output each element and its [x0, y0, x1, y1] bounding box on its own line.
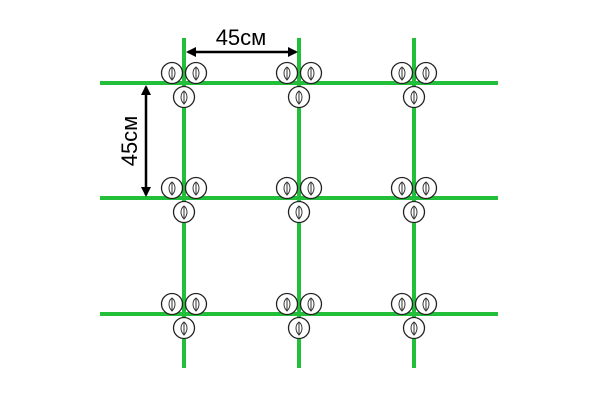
sprout-icon: [398, 297, 406, 312]
sprout-icon: [410, 90, 418, 105]
sprout-icon: [422, 66, 430, 81]
sprout-icon: [180, 205, 188, 220]
plant-group-r3-c1: [160, 292, 208, 340]
sprout-icon: [283, 66, 291, 81]
horizontal-dimension-label: 45см: [216, 25, 267, 50]
sprout-icon: [192, 66, 200, 81]
sprout-icon: [283, 181, 291, 196]
sprout-icon: [168, 181, 176, 196]
plant-group-r3-c2: [275, 292, 323, 340]
vertical-dimension: 45см: [117, 85, 151, 197]
sprout-icon: [180, 90, 188, 105]
vertical-dimension-label: 45см: [117, 116, 142, 167]
sprout-icon: [410, 321, 418, 336]
sprout-icon: [398, 181, 406, 196]
sprout-icon: [295, 90, 303, 105]
sprout-icon: [180, 321, 188, 336]
plant-group-r1-c1: [160, 61, 208, 109]
sprout-icon: [295, 205, 303, 220]
sprout-icon: [422, 181, 430, 196]
plant-group-r2-c3: [390, 176, 438, 224]
sprout-icon: [295, 321, 303, 336]
plant-group-r1-c2: [275, 61, 323, 109]
sprout-icon: [283, 297, 291, 312]
sprout-icon: [307, 66, 315, 81]
plant-groups: [160, 61, 438, 340]
plant-group-r2-c2: [275, 176, 323, 224]
sprout-icon: [168, 66, 176, 81]
horizontal-dimension: 45см: [186, 25, 298, 57]
sprout-icon: [168, 297, 176, 312]
sprout-icon: [398, 66, 406, 81]
sprout-icon: [410, 205, 418, 220]
plant-group-r2-c1: [160, 176, 208, 224]
sprout-icon: [422, 297, 430, 312]
sprout-icon: [192, 181, 200, 196]
plant-group-r1-c3: [390, 61, 438, 109]
sprout-icon: [307, 181, 315, 196]
sprout-icon: [192, 297, 200, 312]
sprout-icon: [307, 297, 315, 312]
plant-group-r3-c3: [390, 292, 438, 340]
